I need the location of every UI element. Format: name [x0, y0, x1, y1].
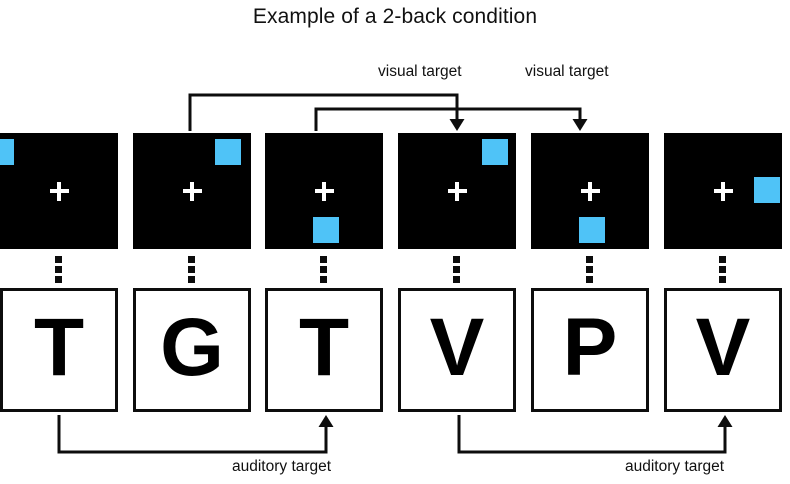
vertical-ellipsis-icon-5 [586, 256, 596, 283]
visual-panel-2 [133, 133, 251, 249]
visual-target-label-1: visual target [378, 63, 462, 80]
vertical-ellipsis-icon-6 [719, 256, 729, 283]
letter-panel-4: V [398, 288, 516, 412]
visual-cue-square [754, 177, 780, 203]
visual-cue-square [579, 217, 605, 243]
letter-panel-5: P [531, 288, 649, 412]
page-title: Example of a 2-back condition [252, 5, 538, 28]
letter-glyph: V [429, 302, 485, 393]
fixation-cross-icon [713, 181, 733, 201]
visual-panel-6 [664, 133, 782, 249]
visual-panel-5 [531, 133, 649, 249]
visual-panel-4 [398, 133, 516, 249]
vertical-ellipsis-icon-4 [453, 256, 463, 283]
visual-2-back-1-arrowhead-icon [449, 119, 465, 131]
auditory-2-back-1 [57, 415, 328, 454]
vertical-ellipsis-icon-3 [320, 256, 330, 283]
auditory-target-label-2: auditory target [625, 458, 725, 475]
auditory-2-back-1-arrowhead-icon [318, 415, 334, 427]
auditory-2-back-2-arrowhead-icon [717, 415, 733, 427]
visual-cue-square [313, 217, 339, 243]
visual-cue-square [0, 139, 14, 165]
letter-panel-6: V [664, 288, 782, 412]
letter-panel-1: T [0, 288, 118, 412]
vertical-ellipsis-icon-1 [55, 256, 65, 283]
fixation-cross-icon [49, 181, 69, 201]
letter-glyph: V [695, 302, 751, 393]
visual-2-back-2 [314, 107, 582, 131]
letter-glyph: G [160, 302, 224, 393]
fixation-cross-icon [182, 181, 202, 201]
letter-panel-3: T [265, 288, 383, 412]
fixation-cross-icon [447, 181, 467, 201]
auditory-2-back-2 [457, 415, 727, 454]
letter-glyph: T [33, 302, 85, 393]
vertical-ellipsis-icon-2 [188, 256, 198, 283]
visual-cue-square [482, 139, 508, 165]
visual-cue-square [215, 139, 241, 165]
letter-glyph: P [562, 302, 618, 393]
visual-2-back-1 [188, 93, 459, 131]
fixation-cross-icon [314, 181, 334, 201]
visual-panel-3 [265, 133, 383, 249]
auditory-target-label-1: auditory target [232, 458, 332, 475]
visual-panel-1 [0, 133, 118, 249]
fixation-cross-icon [580, 181, 600, 201]
letter-glyph: T [298, 302, 350, 393]
visual-2-back-2-arrowhead-icon [572, 119, 588, 131]
visual-target-label-2: visual target [525, 63, 609, 80]
letter-panel-2: G [133, 288, 251, 412]
